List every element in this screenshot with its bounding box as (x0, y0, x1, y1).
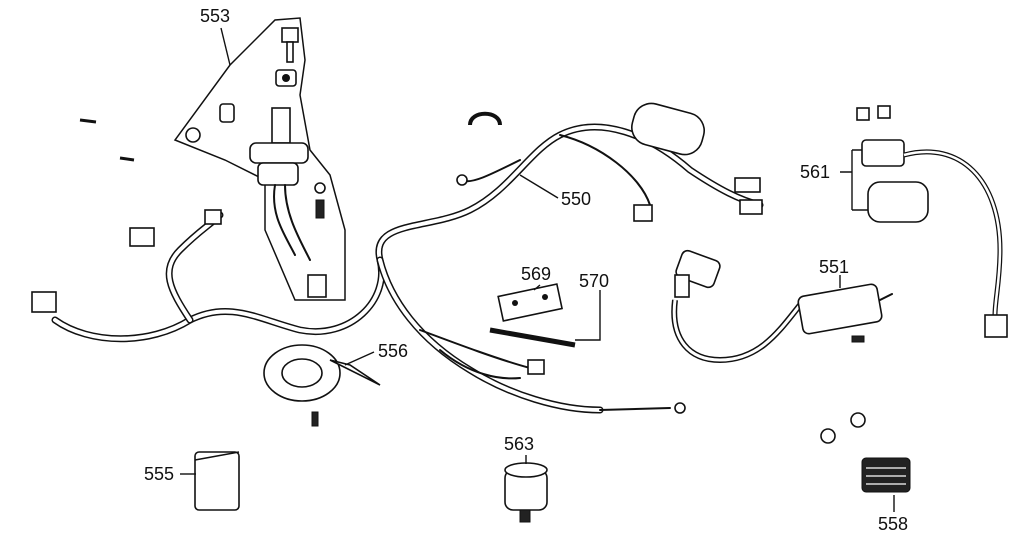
leader-561 (840, 149, 868, 211)
harness-connector-top (204, 209, 222, 225)
main-wiring-harness: 550 (31, 102, 764, 414)
harness-connector-left (31, 291, 57, 313)
label-553: 553 (200, 6, 230, 26)
harness-clip (468, 111, 502, 126)
part-570-connector: 570 (489, 271, 609, 348)
harness-relay (631, 102, 705, 156)
switch-nut (275, 69, 297, 87)
starter-relay: 563 (504, 434, 548, 523)
part-569-bracket: 569 (497, 264, 563, 322)
harness-connector-top-left (129, 227, 155, 247)
screw-far-left-1 (79, 118, 97, 124)
label-561: 561 (800, 162, 830, 182)
label-569: 569 (521, 264, 551, 284)
ignition-switch-body (249, 107, 327, 298)
regulator-rectifier: 558 (820, 412, 911, 534)
label-570: 570 (579, 271, 609, 291)
ignition-switch-group: 553 (173, 6, 346, 301)
label-556: 556 (378, 341, 408, 361)
leader-570 (575, 290, 601, 341)
leader-553 (220, 27, 231, 66)
label-550: 550 (561, 189, 591, 209)
label-563: 563 (504, 434, 534, 454)
flasher-relay: 555 (144, 451, 240, 511)
washer-left (185, 127, 201, 143)
switch-ring (314, 182, 326, 194)
starter-solenoid: 561 (800, 105, 1008, 338)
switch-screw (315, 199, 325, 219)
clip-left (219, 103, 235, 123)
label-551: 551 (819, 257, 849, 277)
label-558: 558 (878, 514, 908, 534)
leader-550 (519, 174, 559, 199)
ignition-key (281, 27, 299, 63)
screw-far-left-2 (119, 156, 135, 162)
leader-569 (533, 284, 541, 291)
ignition-coil: 551 (671, 249, 893, 364)
leader-556 (344, 351, 375, 366)
horn: 556 (263, 341, 408, 427)
label-555: 555 (144, 464, 174, 484)
